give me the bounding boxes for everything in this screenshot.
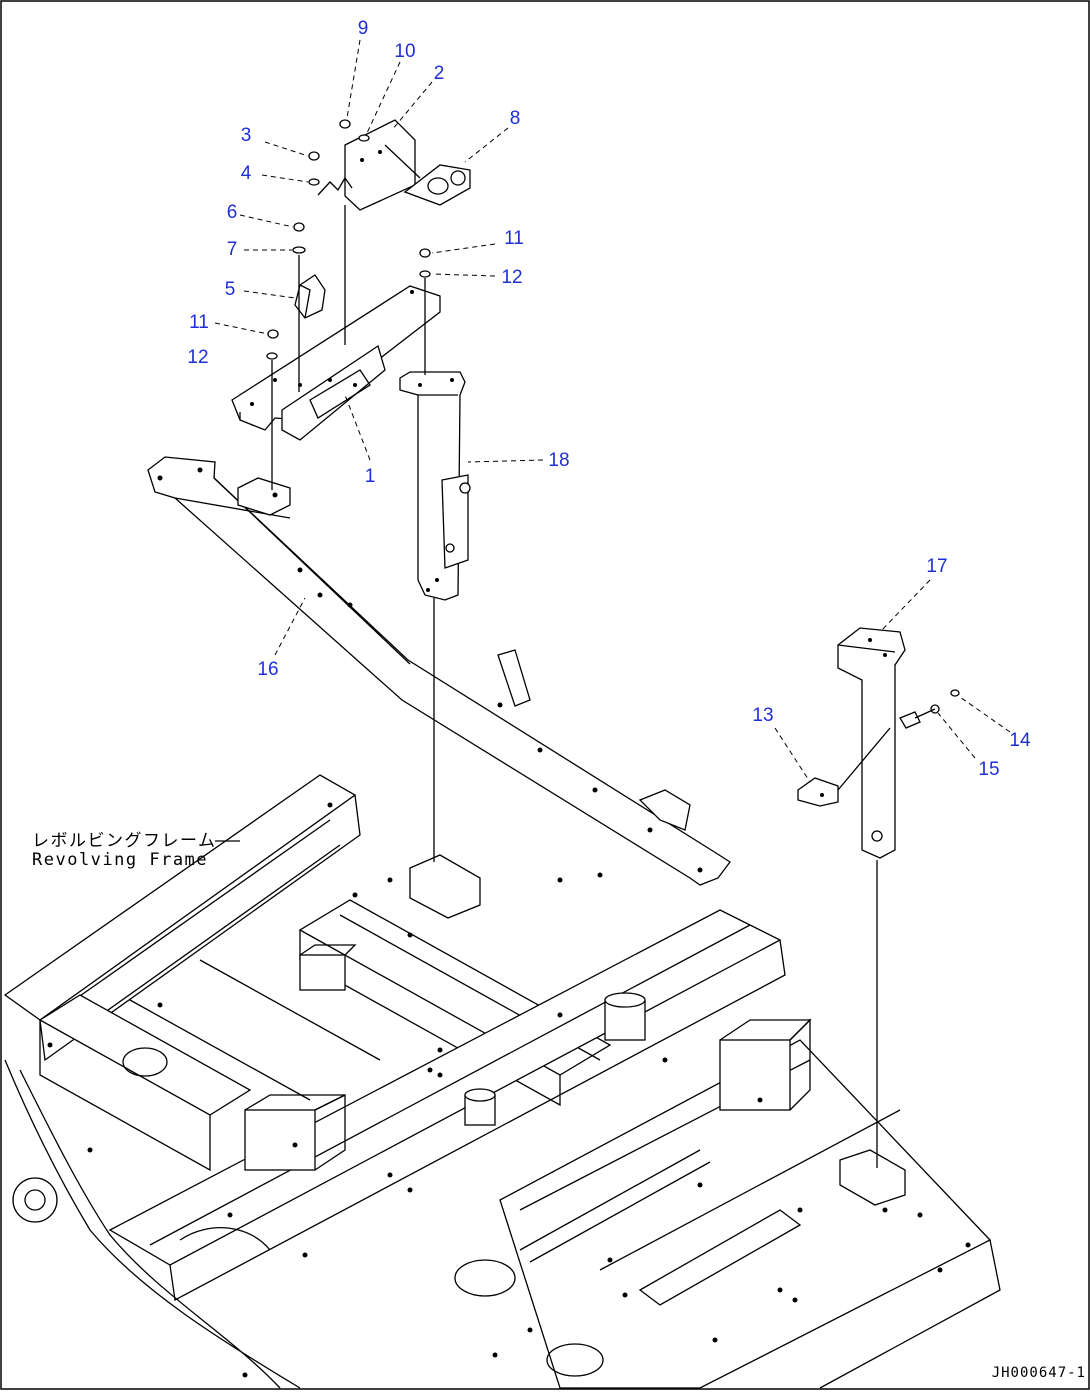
part-label-5: 5	[225, 279, 236, 300]
beam-16	[147, 456, 731, 886]
part-label-14: 14	[1009, 730, 1031, 751]
part-label-16: 16	[257, 659, 278, 680]
bracket-5	[294, 274, 326, 319]
clamp-13	[797, 777, 839, 807]
part-label-11-left: 11	[189, 312, 209, 333]
part-label-9: 9	[358, 18, 369, 39]
part-label-15: 15	[978, 759, 999, 780]
stay-2	[317, 119, 421, 211]
frame-label-en: Revolving Frame	[32, 850, 208, 870]
part-label-10: 10	[394, 41, 415, 62]
part-label-18: 18	[548, 450, 569, 471]
fasteners	[266, 119, 960, 714]
part-label-8: 8	[510, 108, 521, 129]
part-label-2: 2	[434, 63, 445, 84]
part-label-3: 3	[241, 125, 252, 146]
revolving-frame	[3, 774, 1001, 1389]
part-label-6: 6	[227, 202, 238, 223]
part-label-1: 1	[365, 466, 376, 487]
part-label-13: 13	[752, 705, 773, 726]
part-label-17: 17	[926, 556, 947, 577]
frame-block-left	[244, 1109, 316, 1171]
part-labels: 1 2 3 4 5 6 7 8 9 10 11 11 12 12 13 14 1…	[187, 18, 1031, 780]
part-label-11-right: 11	[504, 228, 524, 249]
part-label-7: 7	[227, 239, 238, 260]
part-label-4: 4	[241, 163, 252, 184]
part-label-12-right: 12	[501, 267, 522, 288]
leader-lines	[214, 39, 1011, 783]
post-17	[837, 627, 921, 859]
frame-label-jp: レボルビングフレーム	[32, 831, 217, 851]
part-label-12-left: 12	[187, 347, 208, 368]
post-18	[399, 371, 471, 601]
bracket-plate-1	[231, 285, 441, 441]
assembly-lines	[271, 205, 936, 1168]
drawing-number: JH000647-1	[992, 1365, 1086, 1381]
unit-8	[403, 164, 471, 206]
